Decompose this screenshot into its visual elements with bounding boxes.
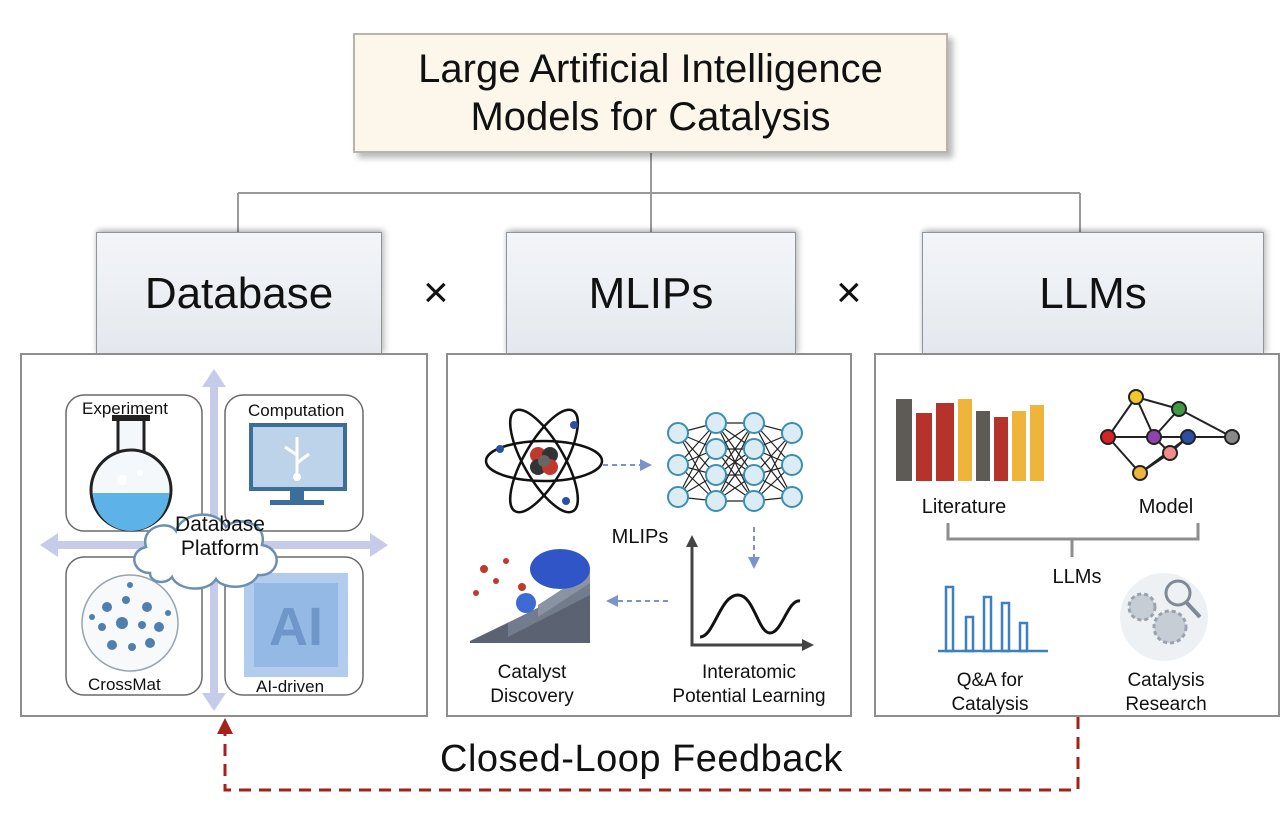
- nn-node: [743, 464, 765, 486]
- title-line-1: Large Artificial Intelligence: [418, 47, 883, 91]
- database-illustration: AI: [40, 369, 388, 711]
- bar-chart-icon: [938, 585, 1048, 653]
- ai-driven-texture-icon: AI: [244, 573, 348, 677]
- multiply-symbol-1: ×: [423, 268, 449, 317]
- tab-database-label: Database: [144, 269, 334, 318]
- atom-icon: [484, 408, 604, 514]
- catalysis-research-line-1: Catalysis: [1127, 670, 1205, 691]
- nn-node: [781, 454, 803, 476]
- nn-node: [743, 412, 765, 434]
- tab-database: Database: [96, 232, 382, 355]
- nn-node: [781, 422, 803, 444]
- closed-loop-feedback-arrow: [217, 717, 1080, 792]
- books-icon: [896, 399, 1044, 481]
- qa-for-catalysis-label: Q&A for Catalysis: [920, 669, 1060, 717]
- catalyst-discovery-line-1: Catalyst: [497, 662, 567, 683]
- multiply-symbol-2: ×: [836, 268, 862, 317]
- qa-line-2: Catalysis: [951, 694, 1029, 715]
- catalysis-research-line-2: Research: [1125, 694, 1207, 715]
- mlips-illustration: [466, 408, 814, 651]
- gears-magnifier-icon: [1120, 573, 1208, 661]
- nn-node: [781, 486, 803, 508]
- mlips-panel: MLIPs Catalyst Discovery Interatomic Pot…: [446, 353, 852, 717]
- mlips-center-label: MLIPs: [611, 526, 669, 548]
- main-title-box: Large Artificial Intelligence Models for…: [353, 33, 948, 153]
- model-label: Model: [1138, 496, 1194, 518]
- experiment-label: Experiment: [82, 399, 168, 418]
- catalyst-discovery-line-2: Discovery: [490, 686, 574, 707]
- potential-learning-line-2: Potential Learning: [672, 686, 826, 707]
- tab-llms: LLMs: [922, 232, 1264, 355]
- database-platform-line-2: Platform: [180, 537, 260, 560]
- nn-edge: [753, 422, 793, 498]
- potential-learning-label: Interatomic Potential Learning: [654, 661, 844, 709]
- nn-node: [705, 464, 727, 486]
- neural-network-icon: [667, 412, 803, 512]
- title-line-2: Models for Catalysis: [470, 95, 831, 139]
- nn-node: [705, 412, 727, 434]
- nn-edge: [677, 432, 717, 502]
- nn-node: [667, 454, 689, 476]
- crossmat-label: CrossMat: [88, 675, 161, 694]
- database-platform-line-1: Database: [175, 513, 265, 536]
- qa-line-1: Q&A for: [956, 670, 1024, 691]
- potential-learning-line-1: Interatomic: [702, 662, 796, 683]
- nn-node: [705, 438, 727, 460]
- catalyst-discovery-label: Catalyst Discovery: [462, 661, 602, 709]
- tab-llms-label: LLMs: [1039, 269, 1147, 318]
- potential-curve-icon: [686, 535, 814, 651]
- crossmat-dish-icon: [81, 574, 179, 672]
- catalysis-research-label: Catalysis Research: [1096, 669, 1236, 717]
- computation-label: Computation: [248, 401, 345, 420]
- nn-edge: [715, 422, 755, 502]
- nn-node: [743, 438, 765, 460]
- database-panel: AI Experiment Computation CrossMat AI-dr…: [20, 353, 428, 717]
- flask-icon: [89, 415, 173, 532]
- tab-mlips-label: MLIPs: [588, 269, 714, 318]
- catalyst-surface-icon: [466, 549, 590, 643]
- llms-center-label: LLMs: [1052, 566, 1102, 588]
- nn-edge: [677, 422, 717, 498]
- closed-loop-feedback-label: Closed-Loop Feedback: [440, 738, 843, 780]
- ai-driven-label: AI-driven: [256, 677, 325, 696]
- database-platform-label: Database Platform: [160, 513, 280, 561]
- llms-illustration: [896, 389, 1240, 661]
- tab-mlips: MLIPs: [506, 232, 796, 355]
- ai-watermark: AI: [269, 597, 323, 657]
- nn-node: [667, 422, 689, 444]
- literature-label: Literature: [921, 496, 1007, 518]
- graph-network-icon: [1100, 389, 1240, 481]
- monitor-icon: [249, 423, 347, 505]
- nn-node: [743, 490, 765, 512]
- nn-node: [705, 490, 727, 512]
- llms-panel: Literature Model LLMs Q&A for Catalysis …: [874, 353, 1280, 717]
- cloud-icon: [133, 513, 278, 590]
- nn-edge: [753, 432, 793, 502]
- nn-node: [667, 486, 689, 508]
